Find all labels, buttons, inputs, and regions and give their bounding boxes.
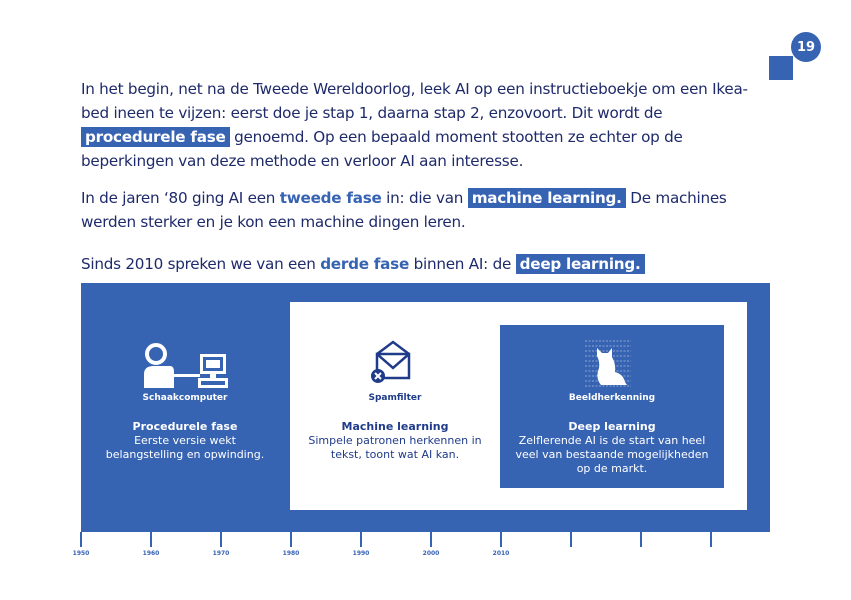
paragraph-text: in: die van bbox=[381, 189, 468, 207]
timeline-tick bbox=[710, 532, 712, 547]
timeline-tick bbox=[640, 532, 642, 547]
timeline-year-label: 2010 bbox=[492, 550, 510, 557]
paragraph-text: binnen AI: de bbox=[409, 255, 516, 273]
highlight-procedurele-fase: procedurele fase bbox=[81, 127, 230, 147]
caption-spamfilter: Spamfilter bbox=[368, 393, 422, 403]
intro-paragraph-3: Sinds 2010 spreken we van een derde fase… bbox=[81, 252, 771, 276]
timeline-year-label: 1950 bbox=[72, 550, 90, 557]
timeline-tick bbox=[500, 532, 502, 547]
highlight-machine-learning: machine learning. bbox=[467, 188, 626, 208]
highlight-deep-learning: deep learning. bbox=[515, 254, 645, 274]
timeline-year-label: 2000 bbox=[422, 550, 440, 557]
phase-description: Simpele patronen herkennen in tekst, too… bbox=[308, 434, 482, 461]
timeline-year-label: 1990 bbox=[352, 550, 370, 557]
phase-machine-learning: Machine learning Simpele patronen herken… bbox=[300, 420, 490, 462]
paragraph-text: De machines werden sterker en je kon een… bbox=[81, 189, 727, 231]
paragraph-text: Sinds 2010 spreken we van een bbox=[81, 255, 321, 273]
page-number-badge: 19 bbox=[791, 32, 821, 62]
corner-square bbox=[769, 56, 793, 80]
paragraph-text: In het begin, net na de Tweede Wereldoor… bbox=[81, 80, 748, 122]
timeline-year-label: 1980 bbox=[282, 550, 300, 557]
timeline-tick bbox=[290, 532, 292, 547]
bold-tweede-fase: tweede fase bbox=[279, 189, 382, 207]
timeline-tick bbox=[570, 532, 572, 547]
caption-schaakcomputer: Schaakcomputer bbox=[142, 393, 228, 403]
timeline-year-label: 1960 bbox=[142, 550, 160, 557]
timeline-tick bbox=[220, 532, 222, 547]
bold-derde-fase: derde fase bbox=[320, 255, 410, 273]
phase-description: Zelflerende AI is de start van heel veel… bbox=[515, 434, 709, 475]
cat-image-recognition-icon bbox=[585, 340, 631, 387]
timeline-tick bbox=[80, 532, 82, 547]
timeline-tick bbox=[360, 532, 362, 547]
timeline-axis bbox=[81, 530, 770, 532]
intro-paragraph-1: In het begin, net na de Tweede Wereldoor… bbox=[81, 77, 771, 173]
timeline-tick bbox=[150, 532, 152, 547]
timeline-year-label: 1970 bbox=[212, 550, 230, 557]
phase-description: Eerste versie wekt belangstelling en opw… bbox=[105, 434, 265, 461]
paragraph-text: genoemd. Op een bepaald moment stootten … bbox=[81, 128, 683, 170]
caption-beeldherkenning: Beeldherkenning bbox=[568, 393, 656, 403]
phase-title: Machine learning bbox=[341, 420, 449, 433]
phase-title: Deep learning bbox=[568, 420, 656, 433]
timeline-tick bbox=[430, 532, 432, 547]
phase-title: Procedurele fase bbox=[132, 420, 238, 433]
phase-deep-learning: Deep learning Zelflerende AI is de start… bbox=[515, 420, 709, 476]
chess-computer-icon bbox=[144, 343, 228, 388]
intro-paragraph-2: In de jaren ‘80 ging AI een tweede fase … bbox=[81, 186, 771, 234]
paragraph-text: In de jaren ‘80 ging AI een bbox=[81, 189, 280, 207]
spam-mail-icon bbox=[371, 340, 411, 383]
phase-procedural: Procedurele fase Eerste versie wekt bela… bbox=[95, 420, 275, 462]
